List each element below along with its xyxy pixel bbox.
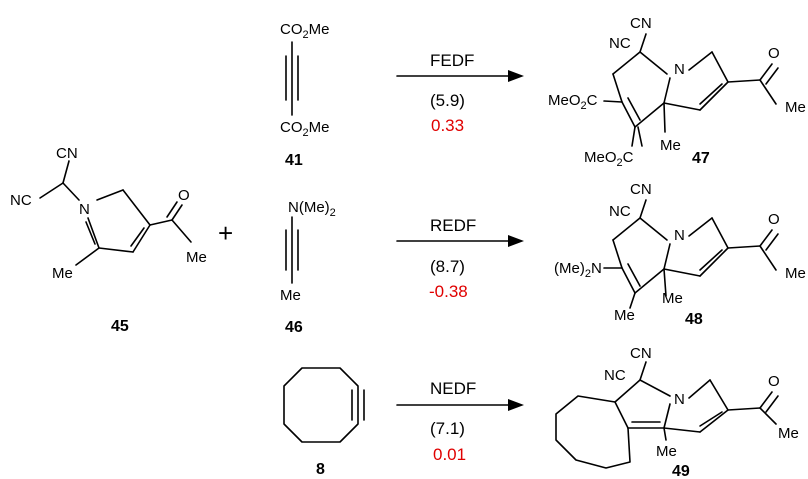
alkyne-41-id: 41	[285, 152, 303, 169]
product-48-amine-label: (Me)2N	[554, 260, 602, 280]
product-49-me-center-label: Me	[656, 443, 677, 460]
product-49-structure	[555, 361, 779, 469]
alkyne-46-amine-label: N(Me)2	[288, 199, 336, 219]
alkyne-41-bottom-ester: CO2Me	[280, 119, 329, 139]
reaction-3-value-red: 0.01	[433, 445, 466, 464]
product-49-n-label: N	[674, 391, 685, 408]
cyclooctyne-8-id: 8	[316, 461, 325, 478]
reactant-45-me-right-label: Me	[186, 249, 207, 266]
product-49-me-edge-label: Me	[778, 425, 799, 442]
reaction-2-type: REDF	[430, 216, 476, 235]
product-48-me-bottom-label: Me	[614, 307, 635, 324]
product-47-me-center-label: Me	[660, 137, 681, 154]
reaction-arrow-2	[396, 235, 524, 247]
reactant-45-id: 45	[111, 318, 129, 335]
reactant-45-structure	[39, 160, 192, 266]
product-49-o-label: O	[768, 373, 780, 390]
product-47-ester-bottom: MeO2C	[584, 149, 634, 169]
product-49-cn-label: CN	[630, 345, 652, 362]
reaction-2-value-paren: (8.7)	[430, 257, 465, 276]
product-48-id: 48	[685, 311, 703, 328]
alkyne-41-top-ester: CO2Me	[280, 21, 329, 41]
product-47-o-label: O	[768, 45, 780, 62]
product-47-cn-label: CN	[630, 15, 652, 32]
reaction-1-type: FEDF	[430, 51, 474, 70]
reaction-1-value-paren: (5.9)	[430, 91, 465, 110]
product-47-n-label: N	[674, 61, 685, 78]
alkyne-46-structure	[285, 216, 299, 284]
plus-sign: +	[218, 218, 233, 248]
product-48-o-label: O	[768, 211, 780, 228]
product-48-me-edge-label: Me	[785, 265, 806, 282]
product-47-nc-label: NC	[609, 35, 631, 52]
reactant-45-n-label: N	[79, 201, 90, 218]
reaction-1-value-red: 0.33	[431, 116, 464, 135]
reactant-45-nc-label: NC	[10, 192, 32, 209]
reaction-arrow-3	[396, 399, 524, 411]
cyclooctyne-8-structure	[283, 367, 365, 443]
product-48-me-center-label: Me	[662, 290, 683, 307]
alkyne-46-id: 46	[285, 319, 303, 336]
alkyne-46-me-label: Me	[280, 287, 301, 304]
product-49-id: 49	[672, 463, 690, 479]
product-47-ester-top: MeO2C	[548, 92, 598, 112]
reactant-45-cn-label: CN	[56, 145, 78, 162]
product-49-nc-label: NC	[604, 367, 626, 384]
reaction-2-value-red: -0.38	[429, 282, 468, 301]
product-48-nc-label: NC	[609, 203, 631, 220]
alkyne-41-structure	[285, 41, 299, 116]
reactant-45-o-label: O	[178, 187, 190, 204]
reaction-3-value-paren: (7.1)	[430, 419, 465, 438]
reaction-arrow-1	[396, 70, 524, 82]
reaction-3-type: NEDF	[430, 379, 476, 398]
product-48-cn-label: CN	[630, 181, 652, 198]
product-48-structure	[603, 199, 779, 309]
product-47-structure	[603, 33, 779, 147]
reactant-45-me-left-label: Me	[52, 265, 73, 282]
product-47-id: 47	[692, 150, 710, 167]
product-48-n-label: N	[674, 227, 685, 244]
product-47-me-edge-label: Me	[785, 99, 806, 116]
